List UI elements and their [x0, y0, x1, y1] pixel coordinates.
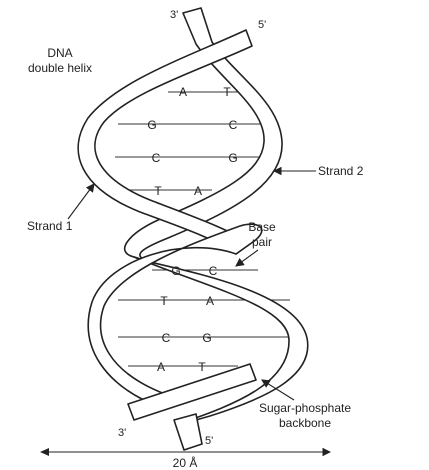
base-4-right: A — [194, 184, 202, 198]
label-top-right-5prime: 5' — [258, 19, 266, 31]
strand-1-arrow — [68, 184, 94, 219]
strand-2-label: Strand 2 — [318, 164, 364, 178]
base-6-left: T — [160, 294, 168, 308]
strand-1-label: Strand 1 — [27, 219, 73, 233]
strand-2-tail — [174, 414, 202, 450]
base-4-left: T — [154, 184, 162, 198]
base-7-left: C — [162, 331, 171, 345]
base-3-right: G — [228, 151, 237, 165]
base-pair-label-line-1: Base — [248, 220, 276, 234]
backbone-label-line-2: backbone — [279, 416, 331, 430]
base-7-right: G — [202, 331, 211, 345]
base-1-right: T — [223, 85, 231, 99]
base-5-right: C — [209, 264, 218, 278]
base-1-left: A — [179, 85, 187, 99]
base-2-left: G — [147, 118, 156, 132]
base-8-right: T — [198, 360, 206, 374]
label-bottom-left-3prime: 3' — [118, 427, 126, 439]
title-line-2: double helix — [28, 61, 92, 75]
label-top-left-3prime: 3' — [170, 9, 178, 21]
label-bottom-right-5prime: 5' — [205, 435, 213, 447]
base-2-right: C — [229, 118, 238, 132]
base-6-right: A — [206, 294, 214, 308]
base-5-left: G — [171, 264, 180, 278]
width-arrow-left-head — [40, 448, 49, 456]
base-3-left: C — [152, 151, 161, 165]
base-pair-label-line-2: pair — [252, 235, 272, 249]
backbone-label-line-1: Sugar-phosphate — [259, 401, 351, 415]
title-line-1: DNA — [47, 46, 72, 60]
width-label: 20 Å — [173, 455, 198, 470]
base-8-left: A — [157, 360, 165, 374]
